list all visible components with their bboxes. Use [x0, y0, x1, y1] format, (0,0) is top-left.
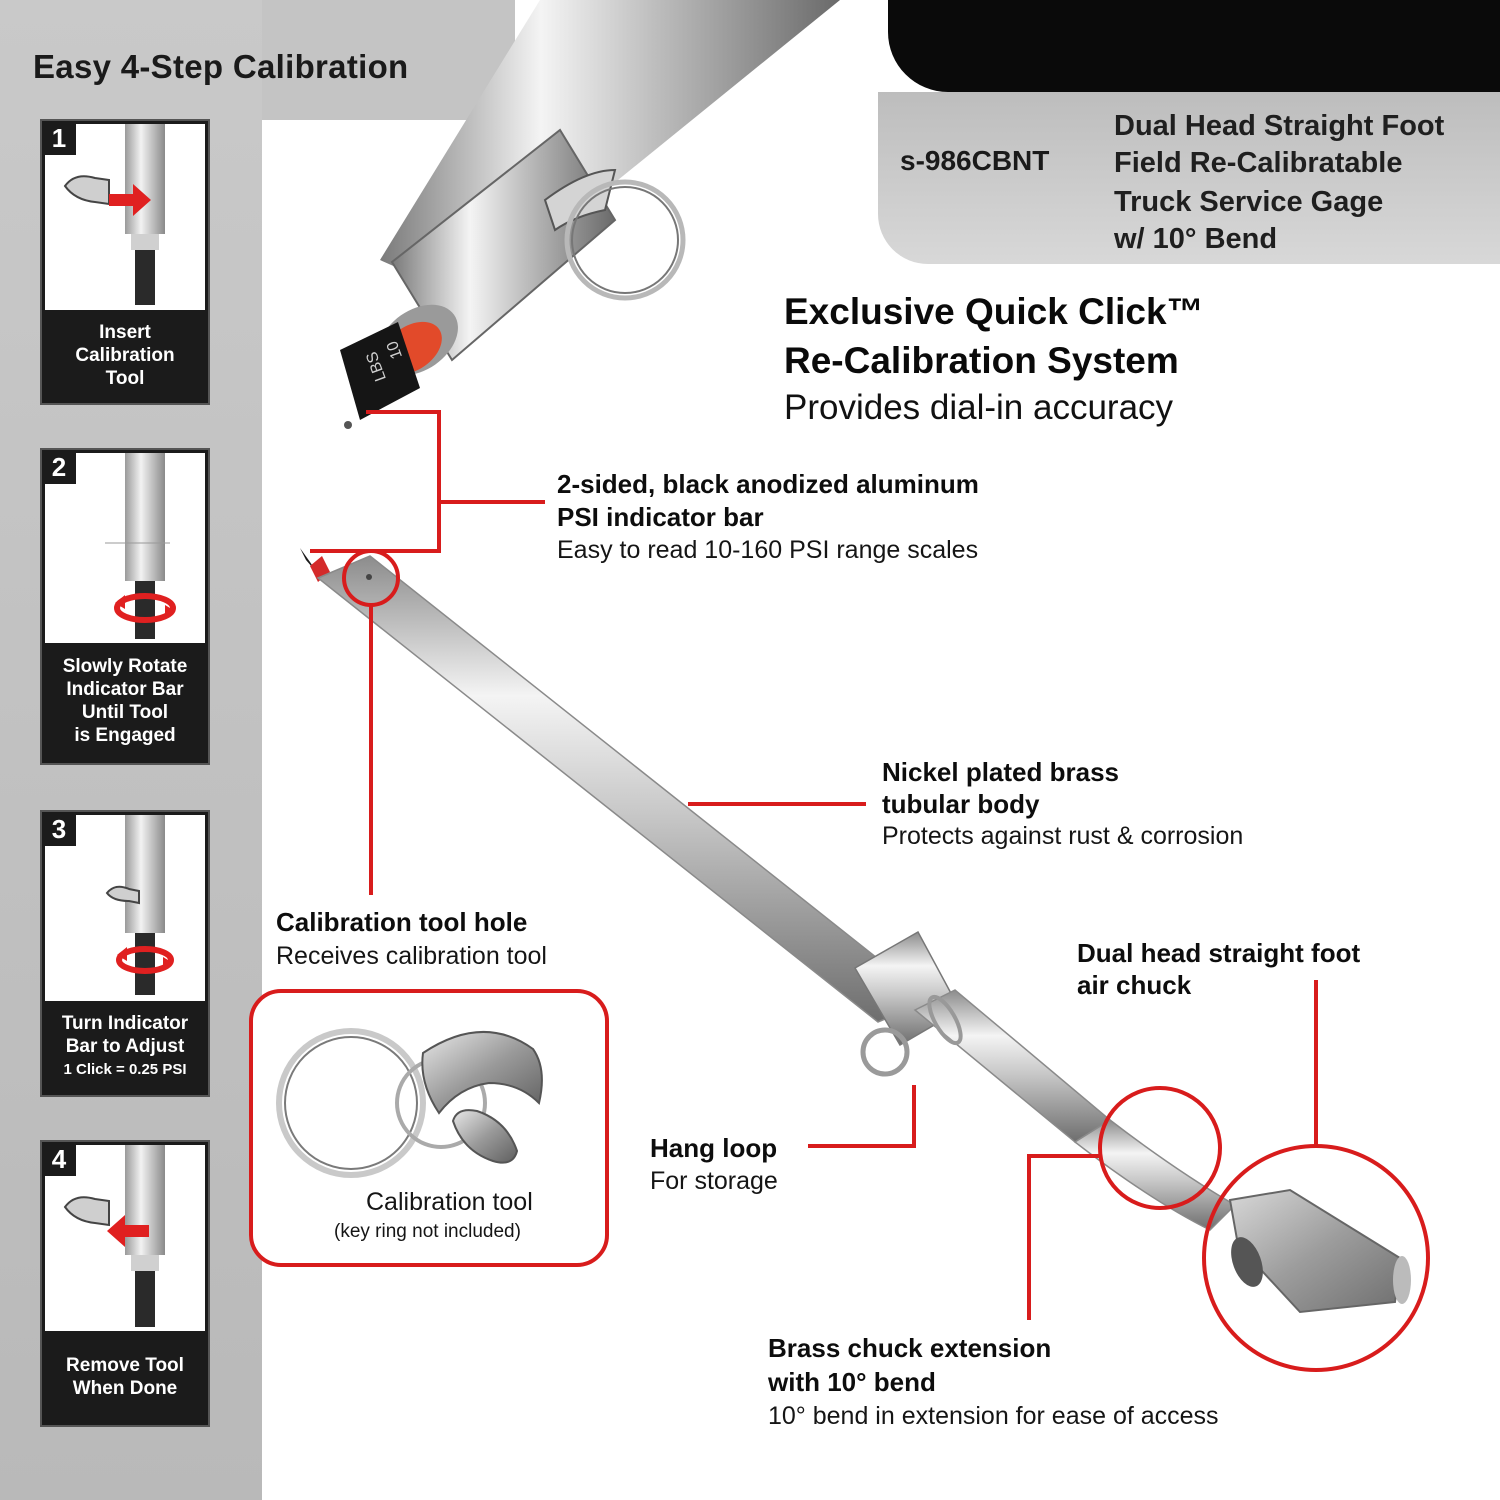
gauge-body	[300, 548, 1237, 1231]
extension-title: Brass chuck extension	[768, 1333, 1052, 1363]
step-2-caption-line: Until Tool	[81, 702, 169, 723]
step-2-illustration	[45, 453, 205, 643]
feature-headline-1: Exclusive Quick Click™	[784, 291, 1204, 332]
hang-loop-desc: For storage	[650, 1167, 778, 1195]
calibration-tool-illustration	[276, 1028, 543, 1178]
model-number: s-986CBNT	[900, 145, 1050, 176]
step-number-3: 3	[42, 812, 76, 846]
step-2-caption-line: Indicator Bar	[66, 679, 184, 700]
step-1-caption-line: Insert	[99, 322, 151, 343]
step-1-illustration	[45, 124, 205, 310]
step-4-caption-line: Remove Tool	[66, 1355, 184, 1376]
step-3-illustration	[45, 815, 205, 1001]
step-2-caption-line: is Engaged	[74, 725, 176, 746]
header-gray-panel	[878, 92, 1500, 264]
key-ring-icon	[276, 1028, 426, 1178]
tool-hole-desc: Receives calibration tool	[276, 942, 547, 970]
step-3-caption-small: 1 Click = 0.25 PSI	[63, 1061, 187, 1078]
step-2-caption: Slowly Rotate Indicator Bar Until Tool i…	[42, 655, 208, 747]
step-3-caption-line: Bar to Adjust	[65, 1036, 185, 1057]
calibration-tool-note: (key ring not included)	[334, 1221, 521, 1242]
step-number-1: 1	[42, 121, 76, 155]
indicator-bar-desc: Easy to read 10-160 PSI range scales	[557, 536, 979, 564]
closeup-gauge-head	[340, 0, 840, 429]
step-number-2: 2	[42, 450, 76, 484]
product-description-line: Dual Head Straight Foot	[1114, 110, 1445, 142]
step-1-caption: Insert Calibration Tool	[42, 321, 208, 390]
body-desc: Protects against rust & corrosion	[882, 822, 1244, 850]
calibration-step-1: 1 Insert Calibration Tool	[40, 119, 210, 405]
step-3-caption-line: Turn Indicator	[61, 1013, 189, 1034]
step-1-caption-line: Calibration	[75, 345, 175, 366]
product-description-line: Truck Service Gage	[1114, 186, 1384, 218]
calibration-tool-box	[249, 989, 609, 1267]
step-number-4: 4	[42, 1142, 76, 1176]
tool-hole-title: Calibration tool hole	[276, 907, 528, 937]
hang-loop-title: Hang loop	[650, 1133, 778, 1163]
header-black-band	[888, 0, 1500, 92]
step-3-caption: Turn Indicator Bar to Adjust 1 Click = 0…	[42, 1012, 208, 1081]
step-1-caption-line: Tool	[105, 368, 145, 389]
body-title: Nickel plated brass	[882, 757, 1119, 787]
indicator-bar-title: 2-sided, black anodized aluminum	[557, 469, 979, 499]
step-4-caption: Remove Tool When Done	[42, 1354, 208, 1400]
feature-subheadline: Provides dial-in accuracy	[784, 388, 1174, 427]
sidebar-title: Easy 4-Step Calibration	[33, 48, 409, 85]
body-title: tubular body	[882, 789, 1040, 819]
extension-title: with 10° bend	[768, 1367, 936, 1397]
chuck-title: air chuck	[1077, 970, 1192, 1000]
bar-number-marking: 10	[384, 339, 406, 362]
indicator-bar-title: PSI indicator bar	[557, 502, 764, 532]
calibration-step-4: 4 Remove Tool When Done	[40, 1140, 210, 1427]
step-4-illustration	[45, 1145, 205, 1331]
calibration-tool-caption: Calibration tool	[366, 1188, 533, 1216]
air-chuck	[1228, 1188, 1411, 1314]
step-4-caption-line: When Done	[72, 1378, 178, 1399]
extension-desc: 10° bend in extension for ease of access	[768, 1402, 1219, 1430]
chuck-title: Dual head straight foot	[1077, 938, 1361, 968]
product-description-line: w/ 10° Bend	[1114, 223, 1278, 255]
calibration-step-2: 2 Slowly Rotate Indicator Bar Until Tool…	[40, 448, 210, 765]
calibration-step-3: 3 Turn Indicator Bar to Adjust 1 Click =…	[40, 810, 210, 1097]
feature-headline-2: Re-Calibration System	[784, 340, 1179, 381]
product-description-line: Field Re-Calibratable	[1114, 147, 1403, 179]
step-2-caption-line: Slowly Rotate	[62, 656, 188, 677]
